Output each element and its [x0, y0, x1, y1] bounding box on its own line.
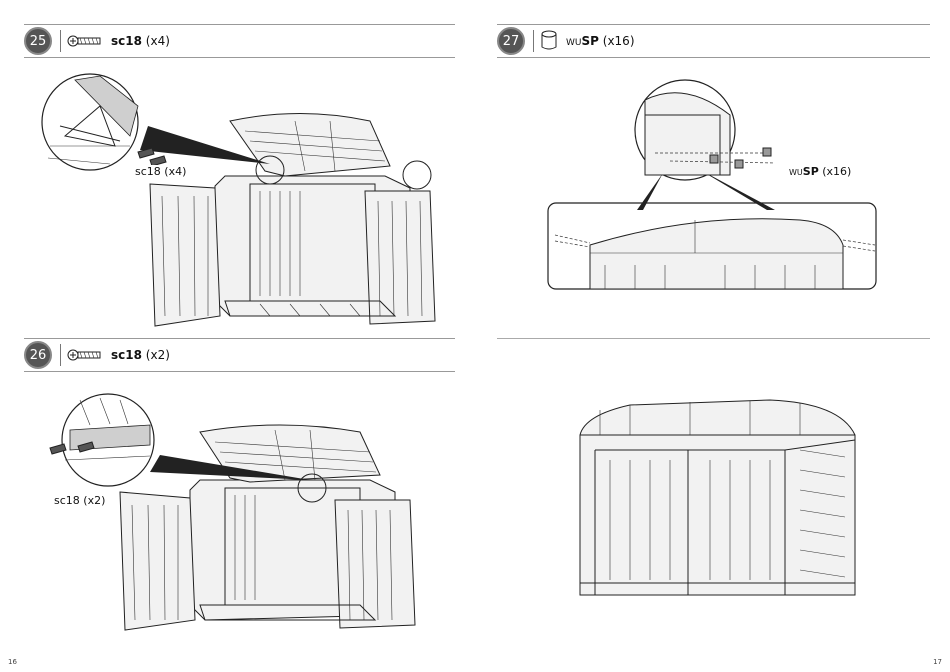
- step-27-illustration: [545, 75, 880, 295]
- hardware-qty: (x16): [603, 34, 635, 48]
- step-25-illustration: [30, 66, 470, 336]
- hardware-code: SP: [582, 34, 599, 48]
- cap-icon: [540, 30, 558, 52]
- hardware-code-prefix: WU: [566, 38, 582, 48]
- step-25-callout: sc18 (x4): [133, 165, 188, 178]
- step-26-callout: sc18 (x2): [52, 494, 107, 507]
- separator: [60, 30, 61, 52]
- step-26-header: 26 sc18 (x2): [24, 338, 455, 372]
- step-number-badge: 25: [24, 27, 52, 55]
- hardware-label: sc18 (x2): [111, 348, 170, 362]
- callout-code: SP: [803, 165, 819, 178]
- separator: [60, 344, 61, 366]
- step-26-illustration: [40, 380, 460, 650]
- hardware-code: sc18: [111, 348, 142, 362]
- right-page: 27 WUSP (x16) WUSP (x1: [475, 0, 950, 672]
- step-25-header: 25 sc18 (x4): [24, 24, 455, 58]
- separator: [533, 30, 534, 52]
- hardware-label: WUSP (x16): [566, 34, 635, 48]
- step-27-callout: WUSP (x16): [787, 165, 853, 178]
- hardware-label: sc18 (x4): [111, 34, 170, 48]
- step-number-badge: 27: [497, 27, 525, 55]
- step-number-badge: 26: [24, 341, 52, 369]
- hardware-code: sc18: [111, 34, 142, 48]
- step-27-header: 27 WUSP (x16): [497, 24, 930, 58]
- screw-icon: [67, 347, 103, 363]
- left-page: 25 sc18 (x4): [0, 0, 475, 672]
- section-divider: [497, 338, 930, 339]
- final-shed-illustration: [570, 395, 870, 610]
- callout-code-prefix: WU: [789, 168, 803, 177]
- page-number: 16: [8, 658, 17, 666]
- hardware-qty: (x2): [146, 348, 170, 362]
- callout-qty: (x16): [822, 165, 851, 178]
- screw-icon: [67, 33, 103, 49]
- page-number: 17: [933, 658, 942, 666]
- hardware-qty: (x4): [146, 34, 170, 48]
